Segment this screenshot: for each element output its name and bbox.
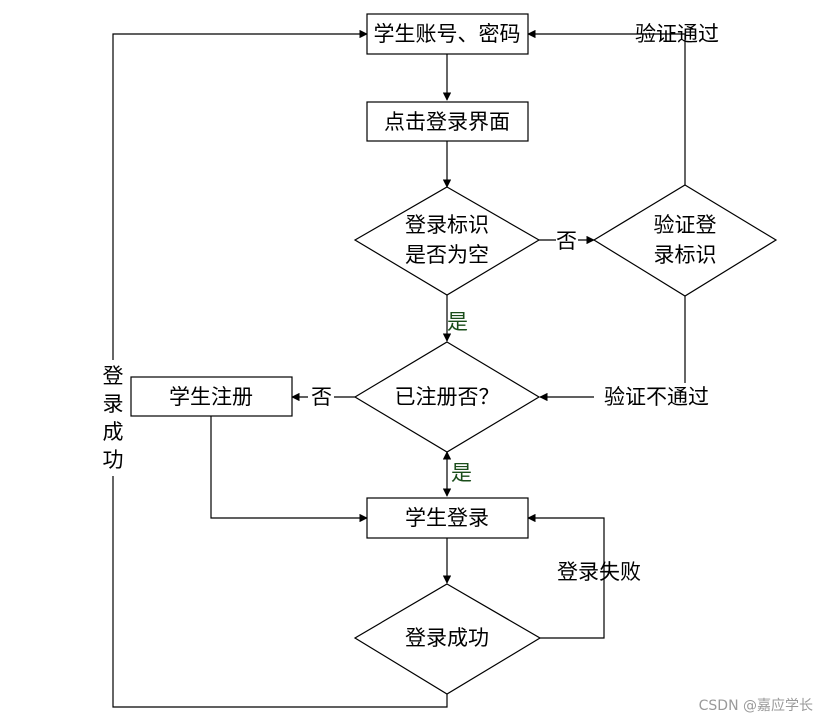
label-login-fail: 登录失败: [557, 560, 641, 584]
node-student-login-label: 学生登录: [405, 506, 489, 530]
node-login-success-check: 登录成功: [353, 583, 542, 695]
node-account-input-label: 学生账号、密码: [374, 22, 521, 46]
label-yes-registered: 是: [451, 461, 472, 485]
node-verify-login-flag: 验证登 录标识: [592, 184, 778, 297]
node-verify-login-flag-line1: 验证登: [654, 213, 717, 237]
label-verify-fail: 验证不通过: [604, 385, 709, 409]
label-login-success-char1: 登: [103, 364, 124, 388]
edge-verify-fail-to-registered: [539, 296, 686, 402]
node-click-login-page: 点击登录界面: [366, 101, 529, 142]
node-click-login-page-label: 点击登录界面: [384, 110, 510, 134]
node-student-register: 学生注册: [130, 376, 293, 417]
node-account-input: 学生账号、密码: [366, 13, 529, 55]
node-login-flag-empty-line1: 登录标识: [405, 213, 489, 237]
node-login-flag-empty-line2: 是否为空: [405, 243, 489, 267]
edge-successcheck-success-to-account: [112, 29, 448, 708]
label-login-success-char4: 功: [103, 448, 124, 472]
node-registered-label: 已注册否？: [395, 385, 500, 409]
node-verify-login-flag-line2: 录标识: [654, 243, 717, 267]
label-login-success-char3: 成: [103, 420, 124, 444]
label-login-success-char2: 录: [103, 392, 124, 416]
node-login-success-check-label: 登录成功: [405, 626, 489, 650]
node-registered: 已注册否？: [353, 341, 541, 453]
label-yes-flag: 是: [447, 310, 468, 334]
edge-successcheck-fail-to-login: [527, 513, 605, 639]
watermark: CSDN @嘉应学长: [699, 697, 813, 714]
label-no-registered: 否: [311, 385, 332, 409]
node-student-register-label: 学生注册: [169, 385, 253, 409]
label-verify-pass: 验证通过: [635, 22, 719, 46]
label-no-flag: 否: [556, 229, 577, 253]
node-student-login: 学生登录: [366, 497, 529, 539]
edge-register-to-login: [210, 416, 368, 523]
edge-verify-pass-to-account: [527, 29, 686, 185]
node-login-flag-empty: 登录标识 是否为空: [353, 186, 541, 296]
